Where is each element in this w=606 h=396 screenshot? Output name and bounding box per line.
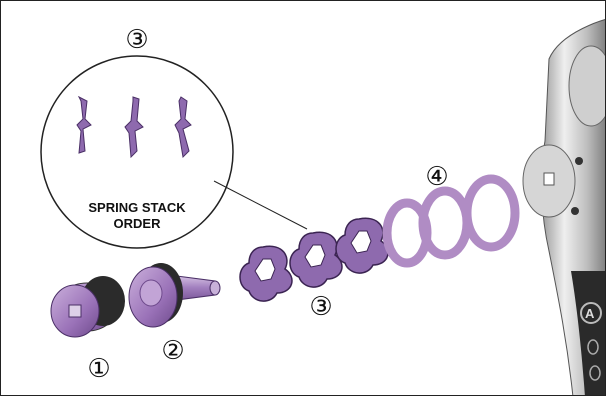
handle-body: A: [522, 19, 605, 395]
shim-ring-3: [462, 174, 520, 252]
callout-part1: ①: [87, 354, 110, 384]
piston: [128, 263, 221, 328]
callout-part3-bottom: ③: [309, 292, 332, 322]
spring-profile-3: [174, 96, 192, 159]
inset-leader-line: [213, 180, 308, 230]
callout-part3-top: ③: [125, 25, 148, 55]
callout-part4: ④: [425, 162, 448, 192]
inset-label-line2: ORDER: [114, 216, 162, 231]
spring-profile-1: [76, 95, 92, 154]
spring-stack-order-inset: SPRING STACK ORDER: [40, 55, 308, 249]
callout-part2: ②: [161, 336, 184, 366]
spring-washer-1: [239, 245, 293, 302]
svg-text:A: A: [585, 306, 595, 321]
piston-cap: [50, 276, 125, 338]
spring-washer-2: [289, 231, 343, 288]
spring-washer-3: [335, 217, 389, 274]
spring-profile-2: [124, 96, 144, 159]
inset-label-line1: SPRING STACK: [88, 200, 186, 215]
